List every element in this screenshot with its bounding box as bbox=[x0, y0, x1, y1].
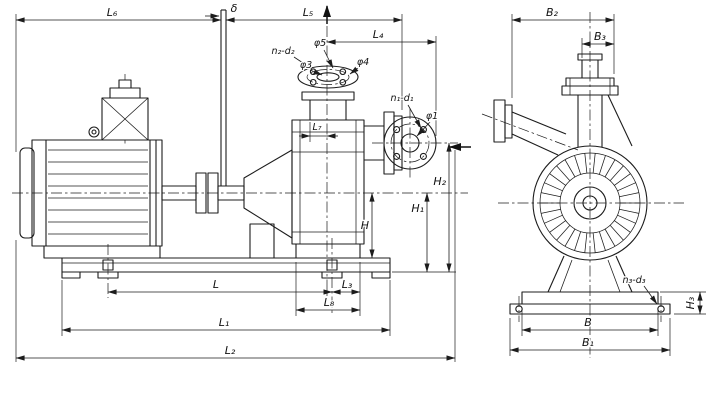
lifting-eye bbox=[88, 126, 100, 138]
outlet-bolt-hole bbox=[339, 68, 347, 76]
end-view-labels: B₂ B₃ n₃-d₃ H₃ B B₁ bbox=[545, 5, 698, 351]
leader-phi5 bbox=[323, 49, 334, 69]
extension-lines bbox=[15, 14, 456, 362]
dim-label-h3: H₃ bbox=[684, 296, 697, 309]
dim-label-h1: H₁ bbox=[411, 202, 424, 215]
side-view: L₆ δ L₅ L₄ n₂-d₂ φ5 φ3 φ4 n₁-d₁ φ1 L₇ H … bbox=[12, 1, 471, 362]
callout-phi3: φ3 bbox=[300, 60, 312, 71]
dim-label-l6: L₆ bbox=[107, 6, 118, 19]
end-outlet-assembly bbox=[561, 53, 633, 147]
end-view: B₂ B₃ n₃-d₃ H₃ B B₁ bbox=[481, 5, 706, 358]
inlet-bolt-hole bbox=[419, 152, 427, 160]
leader-n1-d1 bbox=[407, 104, 422, 129]
leader-phi4 bbox=[349, 66, 359, 75]
motor bbox=[19, 79, 197, 259]
callout-phi5: φ5 bbox=[314, 38, 326, 49]
support-plate bbox=[220, 9, 227, 186]
leader-phi1 bbox=[416, 121, 431, 137]
dim-label-h2: H₂ bbox=[433, 175, 446, 188]
end-extension-lines bbox=[509, 14, 706, 356]
inlet-flange bbox=[364, 111, 437, 175]
side-view-labels: L₆ δ L₅ L₄ n₂-d₂ φ5 φ3 φ4 n₁-d₁ φ1 L₇ H … bbox=[105, 1, 447, 359]
bearing-bracket bbox=[243, 149, 293, 259]
dim-label-l5: L₅ bbox=[303, 6, 314, 19]
leader-phi3 bbox=[309, 69, 323, 76]
inlet-bolt-hole bbox=[393, 126, 401, 134]
dim-label-h: H bbox=[361, 219, 369, 232]
callout-n3-d3: n₃-d₃ bbox=[622, 275, 645, 286]
outlet-bolt-hole bbox=[339, 78, 347, 86]
dim-label-delta: δ bbox=[231, 2, 238, 15]
end-casing bbox=[532, 145, 648, 261]
dim-label-b1: B₁ bbox=[582, 336, 594, 349]
pump-foot bbox=[295, 243, 361, 259]
dim-label-l2: L₂ bbox=[225, 344, 236, 357]
outlet-bolt-hole bbox=[309, 78, 317, 86]
motor-foot bbox=[43, 245, 161, 259]
dim-label-l3: L₃ bbox=[342, 278, 353, 291]
leader-lines bbox=[293, 49, 431, 137]
callout-n2-d2: n₂-d₂ bbox=[271, 46, 294, 57]
dim-label-b3: B₃ bbox=[594, 30, 607, 43]
dim-label-l8: L₈ bbox=[324, 296, 335, 309]
cooling-fins bbox=[540, 153, 640, 253]
callout-phi1: φ1 bbox=[426, 111, 438, 122]
leader-n3-d3 bbox=[643, 285, 658, 305]
anchor-bolt bbox=[102, 259, 114, 271]
outlet-flange-face bbox=[297, 65, 359, 89]
end-pedestal bbox=[547, 255, 633, 293]
terminal-box bbox=[101, 79, 149, 141]
dim-label-b: B bbox=[584, 316, 592, 329]
end-dimension-lines bbox=[509, 17, 703, 353]
leader-n2-d2 bbox=[293, 56, 313, 70]
baseplate bbox=[61, 257, 391, 279]
dim-label-l: L bbox=[213, 278, 219, 291]
callout-n1-d1: n₁-d₁ bbox=[390, 93, 413, 104]
motor-cooling-fins bbox=[48, 149, 148, 235]
dimension-lines bbox=[15, 13, 456, 361]
dim-label-l7: L₇ bbox=[312, 122, 321, 133]
dim-label-l4: L₄ bbox=[373, 28, 384, 41]
anchor-bolt bbox=[326, 259, 338, 271]
dim-label-l1: L₁ bbox=[219, 316, 230, 329]
callout-phi4: φ4 bbox=[357, 57, 369, 68]
end-center-lines bbox=[481, 12, 684, 358]
inlet-bolt-hole bbox=[393, 152, 401, 160]
end-inlet-assembly bbox=[493, 99, 567, 156]
pump-casing bbox=[291, 91, 365, 259]
dim-label-b2: B₂ bbox=[546, 6, 559, 19]
